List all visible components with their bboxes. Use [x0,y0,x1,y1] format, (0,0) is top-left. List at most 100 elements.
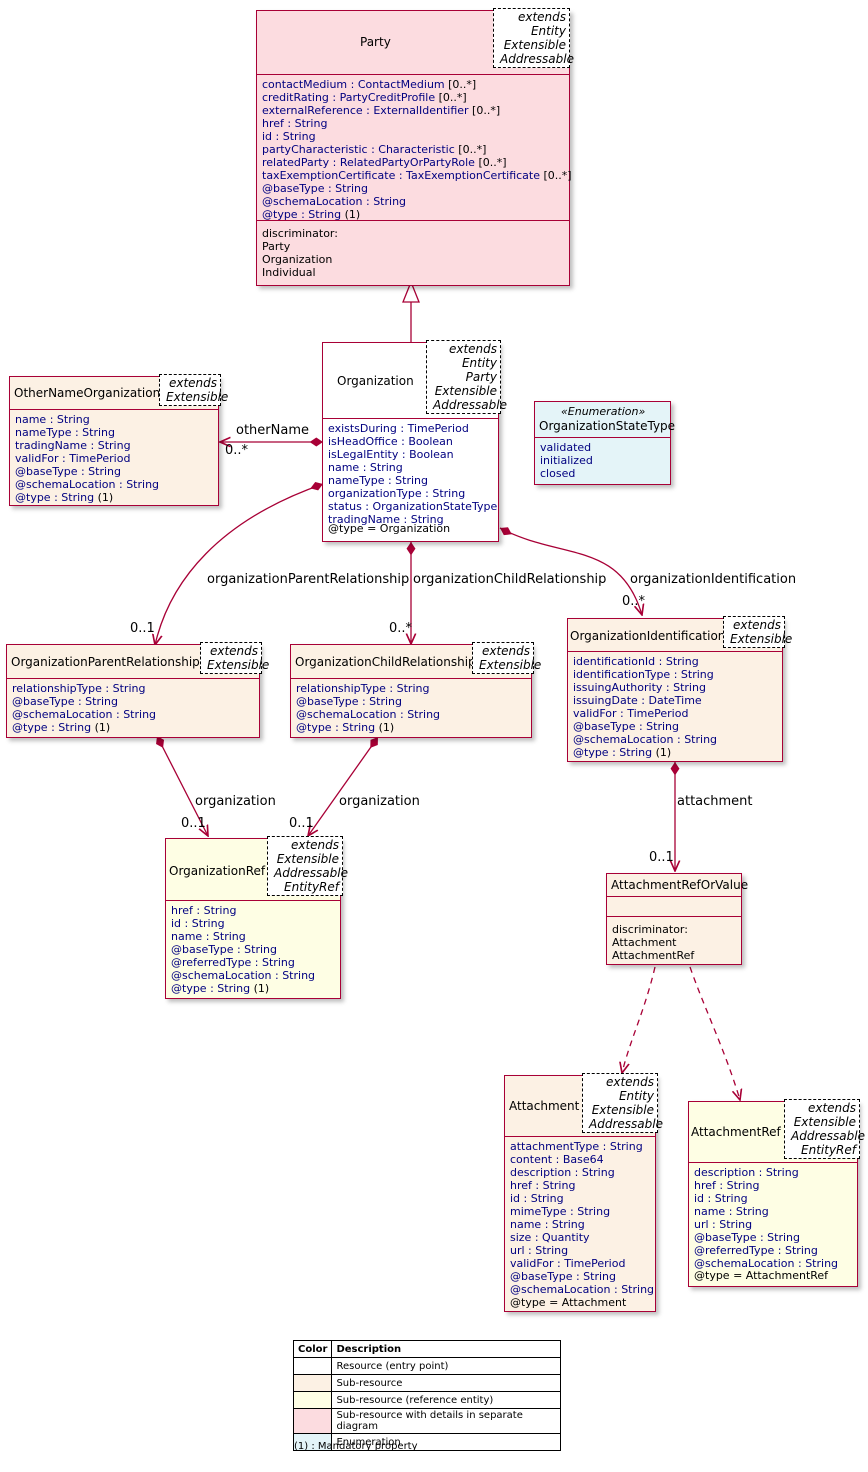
enum-stereotype: «Enumeration» [561,405,646,418]
attribute-list: relationshipType : String@baseType : Str… [291,678,531,734]
attribute-row: @type : String (1) [15,491,114,504]
list-line: Extensible [166,390,229,404]
attribute-row: @referredType : String [694,1244,818,1257]
edge-mult-parent-organization: 0..1 [181,816,206,831]
attribute-row: @baseType : String [510,1270,617,1283]
attribute-row: content : Base64 [510,1153,604,1166]
attribute-row: status : OrganizationStateType [328,500,498,513]
list-line: Addressable [791,1129,865,1143]
edge-label-parent-organization: organization [195,794,276,809]
attribute-row: @type : String (1) [296,721,395,734]
attribute-row: @schemaLocation : String [262,195,407,208]
list-line: Extensible [591,1103,654,1117]
list-line: Individual [262,266,316,279]
class-name: Attachment [509,1099,580,1113]
edge-mult-parent-relationship: 0..1 [130,621,155,636]
attribute-row: description : String [694,1166,799,1179]
attribute-row: @baseType : String [171,943,278,956]
legend-header-description: Description [331,1340,562,1358]
list-line: Addressable [433,398,507,412]
list-line: Extensible [730,632,793,646]
legend-row: Enumeration [292,1433,562,1451]
attribute-row: @type : String (1) [12,721,111,734]
attribute-row: @schemaLocation : String [171,969,316,982]
edge-mult-child-organization: 0..1 [289,816,314,831]
attribute-row: partyCharacteristic : Characteristic [0.… [262,143,487,156]
attribute-row: isLegalEntity : Boolean [328,448,454,461]
class-name: OrganizationStateType [539,419,676,433]
attribute-row: name : String [510,1218,585,1231]
attribute-row: tradingName : String [328,513,444,526]
list-line: Extensible [276,852,339,866]
attribute-row: @schemaLocation : String [694,1257,839,1270]
color-legend: Color Description Resource (entry point)… [292,1340,562,1451]
attribute-row: @referredType : String [171,956,295,969]
enum-organization-state-type[interactable]: «Enumeration» OrganizationStateType vali… [534,401,675,485]
legend-row: Resource (entry point) [292,1357,562,1375]
list-line: closed [540,467,576,480]
class-attachment-ref-or-value[interactable]: AttachmentRefOrValue discriminator:Attac… [606,873,748,965]
list-line: Extensible [207,658,270,672]
list-line: extends [209,644,258,658]
attribute-row: @baseType : String [573,720,680,733]
edge-label-org-identification: organizationIdentification [630,572,797,587]
legend-description: Sub-resource [331,1374,562,1392]
attribute-row: @type : String (1) [171,982,270,995]
class-name: OrganizationParentRelationship [11,655,200,669]
compartment-separator [607,896,741,897]
attribute-row: @schemaLocation : String [296,708,441,721]
attribute-row: @baseType : String [296,695,403,708]
attribute-row: mimeType : String [510,1205,611,1218]
attribute-row: id : String [694,1192,748,1205]
class-name: Party [360,35,391,49]
legend-description: Enumeration [331,1433,562,1451]
attribute-row: url : String [694,1218,753,1231]
attribute-list: relationshipType : String@baseType : Str… [7,678,259,734]
attribute-row: @baseType : String [15,465,122,478]
list-line: Entity [530,24,566,38]
legend-swatch [292,1357,333,1375]
legend-swatch [292,1374,333,1392]
list-line: Extensible [479,658,542,672]
attribute-row: @type : String (1) [573,746,672,759]
legend-swatch [292,1408,333,1434]
class-name: OtherNameOrganization [14,386,161,400]
edge-mult-attachment: 0..1 [649,850,674,865]
attribute-row: name : String [171,930,246,943]
list-line: EntityRef [284,880,339,894]
edge-parent-relationship [155,484,324,645]
edge-mult-child-relationship: 0..* [389,621,413,636]
attribute-row: description : String [510,1166,615,1179]
attribute-row: validFor : TimePeriod [573,707,689,720]
list-line: extends [605,1075,654,1089]
attribute-row: attachmentType : String [510,1140,643,1153]
attribute-row: existsDuring : TimePeriod [328,422,469,435]
attribute-row: @baseType : String [12,695,119,708]
attribute-row: id : String [262,130,316,143]
class-name: Organization [337,374,414,388]
attribute-row: id : String [510,1192,564,1205]
attribute-row: isHeadOffice : Boolean [328,435,453,448]
attribute-row: identificationType : String [573,668,714,681]
attribute-row: href : String [262,117,328,130]
list-line: discriminator: [612,923,688,936]
